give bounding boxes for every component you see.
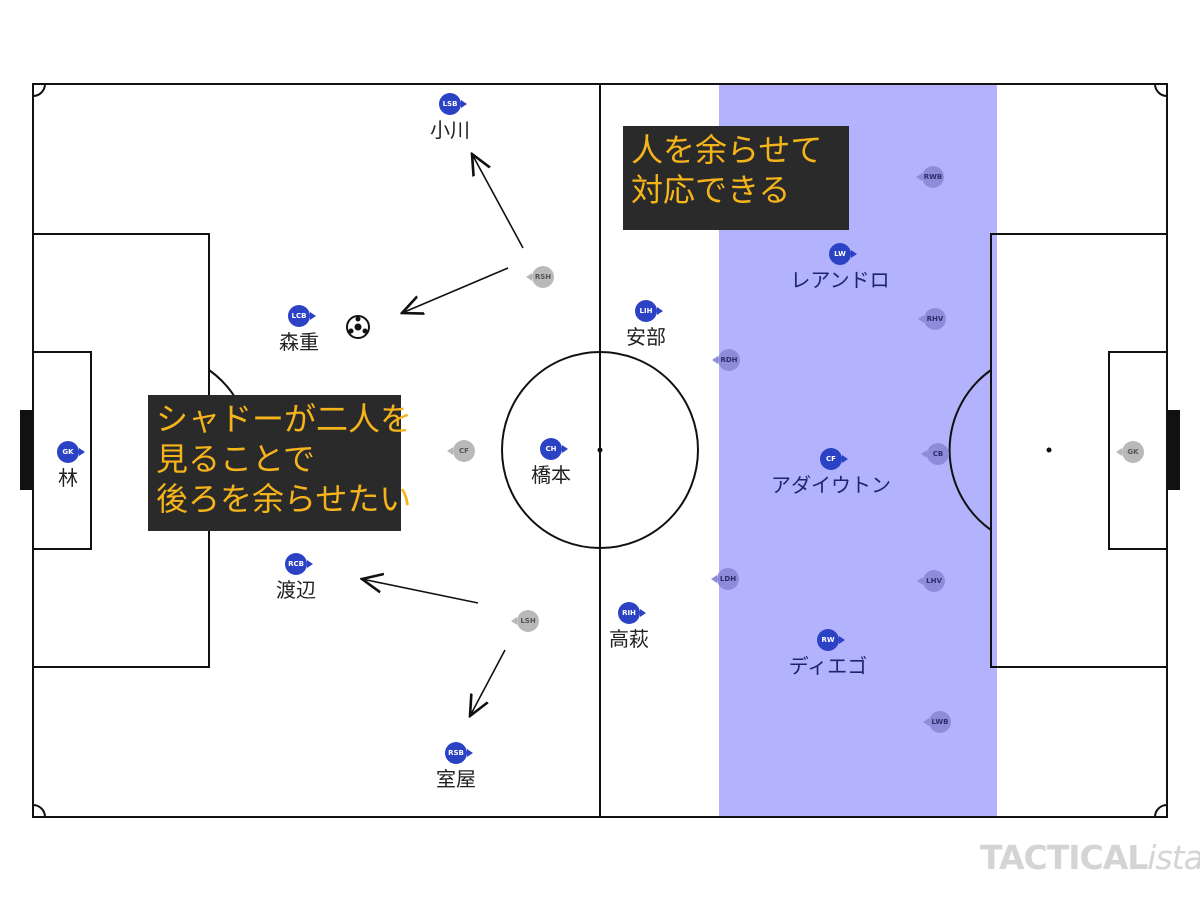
note-overload: 人を余らせて 対応できる bbox=[623, 126, 849, 230]
home-player-gk[interactable]: GK 林 bbox=[0, 439, 138, 491]
away-token: CB bbox=[921, 443, 949, 465]
home-player-lw[interactable]: LW レアンドロ bbox=[770, 241, 910, 293]
movement-arrows bbox=[362, 154, 524, 716]
away-player-ldh[interactable]: LDH bbox=[658, 566, 798, 590]
home-token: RSB bbox=[445, 742, 473, 764]
away-token: CF bbox=[447, 440, 475, 462]
away-token: RDH bbox=[712, 349, 740, 371]
player-name: 高萩 bbox=[609, 627, 649, 651]
away-token: RSH bbox=[526, 266, 554, 288]
away-token: LWB bbox=[923, 711, 951, 733]
home-token: RW bbox=[817, 629, 845, 651]
away-player-cb[interactable]: CB bbox=[868, 441, 1008, 465]
left-goal bbox=[20, 410, 33, 490]
player-name: 渡辺 bbox=[276, 578, 316, 602]
brand-watermark: TACTICALista bbox=[980, 838, 1200, 877]
away-player-rhv[interactable]: RHV bbox=[865, 306, 1005, 330]
away-player-rwb[interactable]: RWB bbox=[863, 164, 1003, 188]
away-player-cf[interactable]: CF bbox=[394, 438, 534, 462]
brand-name: TACTICAL bbox=[980, 838, 1148, 877]
home-token: CF bbox=[820, 448, 848, 470]
away-player-gk[interactable]: GK bbox=[1063, 439, 1200, 463]
away-player-rdh[interactable]: RDH bbox=[659, 347, 799, 371]
note-shadow: シャドーが二人を 見ることで 後ろを余らせたい bbox=[148, 395, 412, 531]
home-token: RIH bbox=[618, 602, 646, 624]
player-name: 小川 bbox=[430, 118, 470, 142]
brand-suffix: ista bbox=[1147, 838, 1200, 877]
player-name: 室屋 bbox=[436, 767, 476, 791]
ball-icon bbox=[346, 315, 370, 339]
away-token: RHV bbox=[918, 308, 946, 330]
home-player-rw[interactable]: RW ディエゴ bbox=[758, 627, 898, 679]
player-name: レアンドロ bbox=[790, 268, 890, 292]
player-name: ディエゴ bbox=[788, 654, 868, 678]
away-token: GK bbox=[1116, 441, 1144, 463]
player-name: アダイウトン bbox=[771, 473, 891, 497]
arrow-rsh-to-lcb bbox=[402, 267, 509, 313]
away-token: LHV bbox=[917, 570, 945, 592]
right-goal bbox=[1167, 410, 1180, 490]
away-player-lhv[interactable]: LHV bbox=[864, 568, 1004, 592]
away-player-lsh[interactable]: LSH bbox=[458, 608, 598, 632]
away-player-rsh[interactable]: RSH bbox=[473, 264, 613, 288]
home-player-lih[interactable]: LIH 安部 bbox=[576, 298, 716, 350]
arrow-lsh-to-rcb bbox=[362, 579, 479, 604]
home-player-ch[interactable]: CH 橋本 bbox=[481, 436, 621, 488]
player-name: 森重 bbox=[279, 330, 319, 354]
away-token: RWB bbox=[916, 166, 944, 188]
home-player-lsb[interactable]: LSB 小川 bbox=[380, 91, 520, 143]
home-player-lcb[interactable]: LCB 森重 bbox=[229, 303, 369, 355]
away-player-lwb[interactable]: LWB bbox=[870, 709, 1010, 733]
home-token: LIH bbox=[635, 300, 663, 322]
home-token: LCB bbox=[288, 305, 316, 327]
player-name: 橋本 bbox=[531, 463, 571, 487]
home-player-rsb[interactable]: RSB 室屋 bbox=[386, 740, 526, 792]
arrow-lsh-to-rsb bbox=[470, 649, 506, 716]
away-token: LSH bbox=[511, 610, 539, 632]
player-name: 林 bbox=[58, 466, 78, 490]
home-player-rih[interactable]: RIH 高萩 bbox=[559, 600, 699, 652]
arrow-rsh-to-lsb bbox=[472, 154, 524, 249]
home-token: LW bbox=[829, 243, 857, 265]
home-token: RCB bbox=[285, 553, 313, 575]
home-token: GK bbox=[57, 441, 85, 463]
home-token: CH bbox=[540, 438, 568, 460]
away-token: LDH bbox=[711, 568, 739, 590]
home-player-rcb[interactable]: RCB 渡辺 bbox=[226, 551, 366, 603]
home-token: LSB bbox=[439, 93, 467, 115]
player-name: 安部 bbox=[626, 325, 666, 349]
home-player-cf[interactable]: CF アダイウトン bbox=[761, 446, 901, 498]
